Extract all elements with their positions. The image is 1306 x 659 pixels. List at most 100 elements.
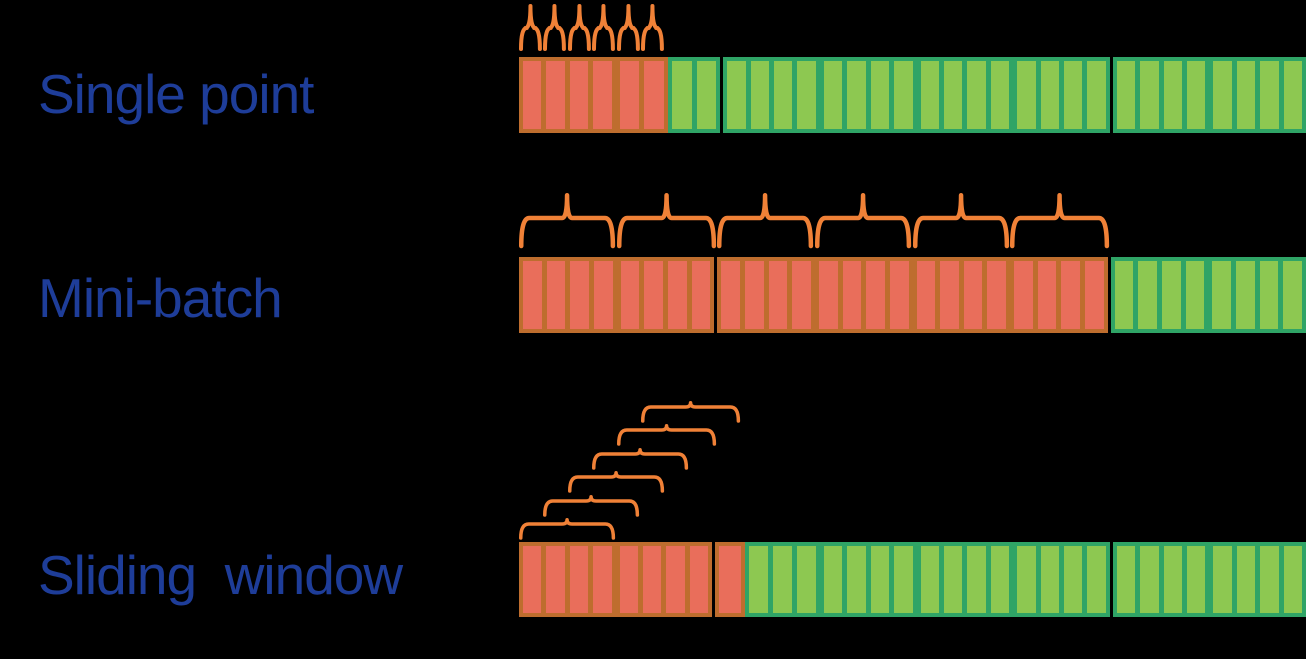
processed-cell <box>546 546 565 613</box>
future-cell <box>1163 61 1182 129</box>
row-label-mini-batch: Mini-batch <box>38 267 283 329</box>
overbrace-icon <box>592 447 689 470</box>
future-cell <box>920 61 939 129</box>
future-cell <box>1116 546 1136 613</box>
overbrace-icon <box>519 193 616 249</box>
future-cell <box>847 546 866 613</box>
processed-cell <box>866 261 885 329</box>
data-strip-mini-batch <box>519 257 1306 333</box>
processed-cell <box>1037 261 1057 329</box>
future-cell <box>1186 546 1206 613</box>
single-point-block-6-green <box>1013 57 1110 133</box>
future-cell <box>797 546 816 613</box>
overbrace-icon <box>519 518 616 540</box>
future-cell <box>1213 61 1232 129</box>
mini-batch-block-5-red <box>1010 257 1108 333</box>
future-cell <box>1236 261 1255 329</box>
processed-cell <box>689 546 709 613</box>
data-strip-sliding-window <box>519 542 1306 617</box>
future-cell <box>1116 61 1136 129</box>
mini-batch-block-1-red <box>616 257 715 333</box>
processed-cell <box>667 261 687 329</box>
future-cell <box>1140 546 1159 613</box>
future-cell <box>1259 261 1279 329</box>
mini-batch-block-3-red <box>814 257 913 333</box>
future-cell <box>1213 546 1232 613</box>
sliding-window-block-4-green <box>819 542 917 617</box>
single-point-block-7-green <box>1112 57 1210 133</box>
processed-cell <box>593 61 612 129</box>
future-cell <box>774 61 793 129</box>
future-cell <box>1162 261 1181 329</box>
overbrace-icon <box>814 193 911 249</box>
overbrace-icon <box>616 4 640 51</box>
single-point-block-5-green <box>916 57 1014 133</box>
mini-batch-block-4-red <box>912 257 1011 333</box>
future-cell <box>1260 61 1279 129</box>
future-cell <box>1063 61 1083 129</box>
future-cell <box>1063 546 1083 613</box>
future-cell <box>1040 61 1059 129</box>
future-cell <box>1163 546 1182 613</box>
overbrace-icon <box>641 4 664 51</box>
future-cell <box>943 546 963 613</box>
overbrace-icon <box>616 424 716 447</box>
processed-cell <box>719 546 742 613</box>
future-cell <box>749 546 769 613</box>
processed-cell <box>987 261 1007 329</box>
processed-cell <box>916 261 936 329</box>
sliding-window-block-5-green <box>916 542 1014 617</box>
processed-cell <box>1085 261 1104 329</box>
future-cell <box>1087 546 1106 613</box>
future-cell <box>1040 546 1059 613</box>
overbrace-icon <box>543 494 640 517</box>
sliding-window-block-6-green <box>1013 542 1110 617</box>
processed-cell <box>619 61 640 129</box>
processed-cell <box>569 61 589 129</box>
future-cell <box>823 546 843 613</box>
processed-cell <box>523 261 542 329</box>
overbrace-icon <box>717 193 814 249</box>
data-strip-single-point <box>519 57 1306 133</box>
overbrace-icon <box>912 193 1009 249</box>
processed-cell <box>619 546 639 613</box>
mini-batch-block-0-red <box>519 257 617 333</box>
future-cell <box>920 546 939 613</box>
overbrace-icon <box>543 4 567 51</box>
sliding-window-block-2-red <box>715 542 746 617</box>
future-cell <box>671 61 692 129</box>
overbrace-icon <box>592 4 616 51</box>
overbrace-icon <box>1010 193 1110 249</box>
future-cell <box>1087 61 1106 129</box>
future-cell <box>967 61 986 129</box>
future-cell <box>1236 61 1256 129</box>
processed-cell <box>889 261 909 329</box>
sliding-window-block-3-green <box>745 542 820 617</box>
processed-cell <box>768 261 788 329</box>
future-cell <box>1017 546 1036 613</box>
processed-cell <box>666 546 685 613</box>
single-point-block-3-green <box>723 57 820 133</box>
future-cell <box>696 61 717 129</box>
overbrace-icon <box>567 4 591 51</box>
processed-cell <box>842 261 862 329</box>
future-cell <box>894 61 913 129</box>
future-cell <box>894 546 913 613</box>
future-cell <box>1212 261 1232 329</box>
future-cell <box>1236 546 1256 613</box>
processed-cell <box>940 261 959 329</box>
sliding-window-block-8-green <box>1209 542 1306 617</box>
future-cell <box>943 61 963 129</box>
future-cell <box>990 61 1010 129</box>
mini-batch-block-7-green <box>1208 257 1306 333</box>
overbrace-icon <box>567 471 664 493</box>
future-cell <box>1186 61 1206 129</box>
processed-cell <box>1014 261 1033 329</box>
processed-cell <box>792 261 811 329</box>
future-cell <box>1185 261 1205 329</box>
future-cell <box>1114 261 1134 329</box>
future-cell <box>1140 61 1159 129</box>
single-point-block-1-red <box>615 57 668 133</box>
processed-cell <box>963 261 983 329</box>
future-cell <box>727 61 746 129</box>
